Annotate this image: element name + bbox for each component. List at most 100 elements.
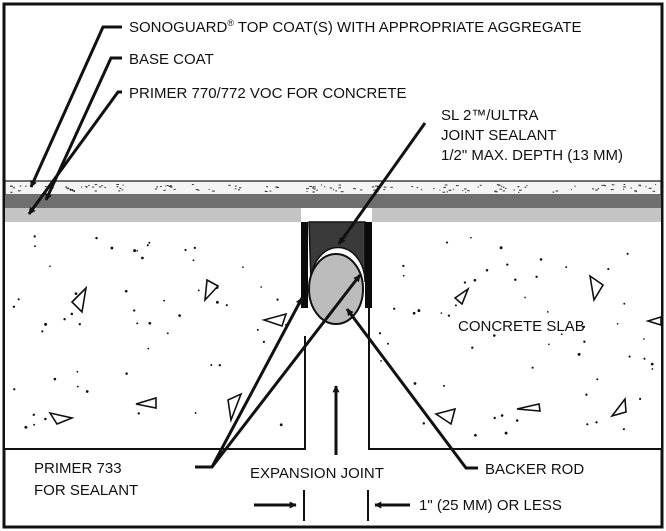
top-coat-speck bbox=[479, 184, 482, 186]
top-coat-speck bbox=[371, 186, 375, 188]
top-coat-speck bbox=[439, 189, 441, 191]
top-coat-speck bbox=[603, 184, 605, 186]
top-coat-speck bbox=[25, 185, 27, 187]
top-coat-speck bbox=[420, 189, 423, 191]
aggregate-dot bbox=[194, 411, 197, 414]
aggregate-dot bbox=[262, 340, 265, 343]
aggregate-dot bbox=[470, 236, 472, 239]
top-coat-speck bbox=[442, 191, 446, 193]
aggregate-dot bbox=[193, 246, 196, 250]
top-coat-speck bbox=[595, 189, 598, 191]
aggregate-dot bbox=[412, 311, 416, 315]
aggregate-dot bbox=[546, 311, 549, 313]
aggregate-dot bbox=[402, 274, 405, 277]
top-coat-speck bbox=[383, 186, 387, 188]
top-coat-speck bbox=[645, 186, 647, 188]
aggregate-dot bbox=[33, 235, 36, 238]
aggregate-dot bbox=[197, 289, 200, 292]
top-coat-speck bbox=[443, 186, 446, 188]
top-coat-speck bbox=[639, 185, 641, 187]
aggregate-dot bbox=[440, 312, 443, 314]
top-coat-speck bbox=[638, 184, 641, 186]
top-coat-speck bbox=[276, 187, 279, 189]
top-coat-leader bbox=[29, 25, 122, 188]
top-coat-speck bbox=[335, 190, 338, 192]
sealant-label-line1: SL 2™/ULTRA bbox=[441, 107, 539, 124]
aggregate-dot bbox=[215, 300, 219, 304]
top-coat-speck bbox=[464, 188, 467, 190]
aggregate-dot bbox=[74, 292, 78, 295]
aggregate-dot bbox=[471, 346, 474, 349]
top-coat-speck bbox=[163, 189, 166, 191]
top-coat-speck bbox=[70, 189, 74, 191]
top-coat-speck bbox=[116, 186, 119, 188]
top-coat-speck bbox=[168, 185, 172, 187]
backer-rod bbox=[308, 253, 364, 325]
base-coat-layer bbox=[5, 195, 661, 208]
sealant-label-line2: JOINT SEALANT bbox=[441, 127, 557, 144]
top-coat-speck bbox=[610, 189, 614, 191]
aggregate-dot bbox=[473, 278, 477, 282]
aggregate-dot bbox=[242, 266, 244, 268]
aggregate-dot bbox=[504, 431, 508, 435]
aggregate-dot bbox=[192, 259, 195, 262]
aggregate-dot bbox=[442, 384, 446, 387]
top-coat-speck bbox=[239, 187, 242, 189]
top-coat-speck bbox=[160, 186, 162, 187]
top-coat-speck bbox=[85, 186, 88, 188]
aggregate-dot bbox=[44, 322, 48, 326]
top-coat-speck bbox=[122, 184, 124, 186]
top-coat-speck bbox=[465, 191, 467, 193]
aggregate-dot bbox=[53, 377, 57, 381]
top-coat-speck bbox=[597, 188, 600, 190]
top-coat-speck bbox=[330, 187, 333, 189]
aggregate-dot bbox=[260, 286, 263, 288]
top-coat-speck bbox=[360, 189, 363, 191]
aggregate-dot bbox=[548, 343, 550, 346]
top-coat-speck bbox=[66, 188, 69, 190]
top-coat-speck bbox=[496, 184, 499, 186]
leader-lines bbox=[27, 25, 478, 509]
aggregate-dot bbox=[33, 423, 36, 426]
concrete-aggregate-stones bbox=[48, 274, 662, 426]
joint-gap-in-primer bbox=[301, 208, 372, 222]
aggregate-dot bbox=[531, 366, 534, 369]
top-coat-speck bbox=[98, 186, 102, 188]
aggregate-dot bbox=[485, 269, 489, 272]
base-coat-label: BASE COAT bbox=[129, 51, 214, 68]
top-coat-speck bbox=[377, 186, 379, 188]
top-coat-speck bbox=[312, 191, 315, 193]
concrete-aggregate-dots bbox=[12, 235, 654, 437]
top-coat-speck bbox=[169, 185, 172, 187]
top-coat-speck bbox=[444, 184, 448, 186]
top-coat-speck bbox=[165, 185, 167, 187]
aggregate-dot bbox=[422, 422, 426, 425]
aggregate-dot bbox=[524, 296, 526, 299]
top-coat-speck bbox=[234, 188, 237, 190]
aggregate-dot bbox=[95, 236, 98, 240]
top-coat-speck bbox=[338, 184, 341, 186]
aggregate-dot bbox=[49, 265, 51, 268]
top-coat-speck bbox=[167, 185, 169, 186]
top-coat-speck bbox=[65, 186, 68, 188]
top-coat-speck bbox=[324, 186, 326, 188]
top-coat-speck bbox=[44, 186, 47, 188]
top-coat-speck bbox=[467, 190, 470, 192]
aggregate-dot bbox=[607, 268, 610, 271]
top-coat-speck bbox=[411, 186, 414, 187]
top-coat-speck bbox=[316, 189, 318, 191]
top-coat-speck bbox=[499, 188, 502, 190]
right-concrete-slab bbox=[372, 222, 661, 449]
concrete-slab-label: CONCRETE SLAB bbox=[458, 318, 585, 335]
aggregate-dot bbox=[626, 252, 629, 255]
top-coat-speck bbox=[312, 186, 316, 188]
top-coat-speck bbox=[635, 191, 637, 193]
top-coat-speck bbox=[116, 184, 119, 185]
aggregate-dot bbox=[63, 318, 66, 321]
aggregate-dot bbox=[110, 246, 114, 250]
aggregate-dot bbox=[650, 362, 654, 366]
aggregate-dot bbox=[41, 330, 44, 333]
aggregate-dot bbox=[218, 364, 221, 367]
aggregate-dot bbox=[506, 263, 509, 266]
aggregate-dot bbox=[210, 364, 213, 366]
